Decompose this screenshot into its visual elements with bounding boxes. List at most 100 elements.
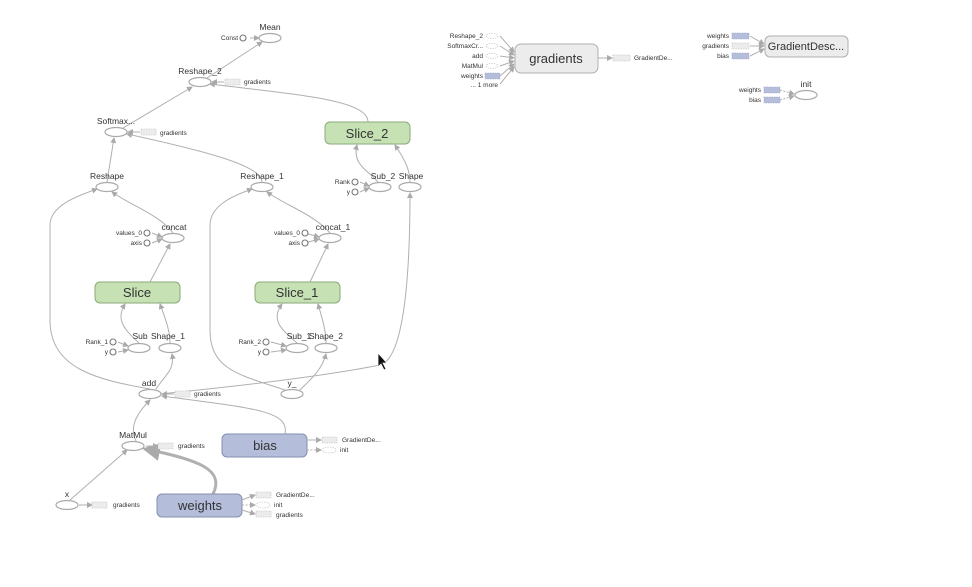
node-label: y xyxy=(105,349,109,356)
input-label: weights xyxy=(460,73,484,80)
node-label: values_0 xyxy=(116,230,142,237)
node-label: y_ xyxy=(288,378,297,388)
node-label: y xyxy=(347,189,351,196)
node-rank-1[interactable]: Rank_1 xyxy=(86,338,117,346)
node-slice-2[interactable]: Slice_2 xyxy=(324,121,411,145)
node-label: Sub_2 xyxy=(371,171,396,181)
node-label: Reshape_2 xyxy=(178,66,222,76)
node-y-0[interactable]: y xyxy=(105,348,117,356)
aux-gradients-x[interactable]: gradients xyxy=(79,501,140,509)
aux-label: GradientDe... xyxy=(276,492,315,499)
node-label: y xyxy=(258,349,262,356)
node-label: Rank xyxy=(335,179,351,186)
node-values-0[interactable]: values_0 xyxy=(116,229,151,237)
gd-inputs: weights gradients bias xyxy=(702,32,750,60)
node-x[interactable]: x xyxy=(55,489,79,511)
aux-label: init xyxy=(274,502,283,509)
aux-init-weights[interactable]: init xyxy=(242,501,283,509)
node-label: Slice_2 xyxy=(346,126,389,141)
aux-gradientde-bias[interactable]: GradientDe... xyxy=(307,436,381,444)
node-axis-1[interactable]: axis xyxy=(288,239,309,247)
aux-init-bias[interactable]: init xyxy=(307,446,349,454)
node-reshape[interactable]: Reshape xyxy=(90,171,124,193)
aux-gradientde-weights[interactable]: GradientDe... xyxy=(241,491,315,501)
node-mean[interactable]: Mean xyxy=(258,22,282,44)
node-label: Reshape_1 xyxy=(240,171,284,181)
aux-label: gradients xyxy=(113,502,140,509)
node-sub[interactable]: Sub xyxy=(127,331,151,354)
node-reshape-2[interactable]: Reshape_2 xyxy=(178,66,222,88)
mouse-cursor-icon xyxy=(377,351,388,371)
node-label: Reshape xyxy=(90,171,124,181)
input-label: bias xyxy=(749,97,762,104)
node-label: Shape_2 xyxy=(309,331,343,341)
gradients-inputs: Reshape_2 SoftmaxCr... add MatMul weight… xyxy=(447,33,501,89)
aux-gradients-softmax[interactable]: gradients xyxy=(127,128,187,137)
aux-gradients-weights[interactable]: gradients xyxy=(241,509,303,519)
node-shape[interactable]: Shape xyxy=(398,171,424,193)
node-const[interactable]: Const xyxy=(221,34,247,42)
input-label: weights xyxy=(706,33,730,40)
edges xyxy=(49,35,795,501)
node-values-0-1[interactable]: values_0 xyxy=(274,229,309,237)
node-matmul[interactable]: MatMul xyxy=(119,430,147,452)
node-slice-1[interactable]: Slice_1 xyxy=(254,281,341,304)
aux-gradients-matmul[interactable]: gradients xyxy=(146,442,205,450)
aux-label: gradients xyxy=(276,512,303,519)
more-inputs-link[interactable]: ... 1 more xyxy=(471,82,499,89)
node-y-placeholder[interactable]: y_ xyxy=(280,378,304,400)
input-label: bias xyxy=(717,53,730,60)
node-y-2[interactable]: y xyxy=(347,188,359,196)
node-concat[interactable]: concat xyxy=(161,222,187,244)
node-label: values_0 xyxy=(274,230,300,237)
aux-label: gradients xyxy=(194,391,221,398)
node-sub-2[interactable]: Sub_2 xyxy=(368,171,396,193)
aux-label: gradients xyxy=(178,443,205,450)
node-gradient-descent[interactable]: GradientDesc... xyxy=(764,35,849,58)
aux-label: init xyxy=(340,447,349,454)
node-label: gradients xyxy=(529,51,583,66)
node-concat-1[interactable]: concat_1 xyxy=(316,222,351,244)
node-label: Sub xyxy=(132,331,147,341)
node-label: axis xyxy=(130,240,142,247)
aux-label: GradientDe... xyxy=(342,437,381,444)
aux-label: gradients xyxy=(244,79,271,86)
node-label: Shape_1 xyxy=(151,331,185,341)
node-label: add xyxy=(142,378,156,388)
node-axis[interactable]: axis xyxy=(130,239,151,247)
aux-gradients-reshape-2[interactable]: gradients xyxy=(211,78,271,86)
node-label: GradientDesc... xyxy=(768,41,844,53)
input-label: SoftmaxCr... xyxy=(447,43,483,50)
node-slice[interactable]: Slice xyxy=(94,281,181,304)
node-label: MatMul xyxy=(119,430,147,440)
node-label: init xyxy=(801,79,813,89)
node-weights[interactable]: weights xyxy=(156,493,243,518)
aux-label: gradients xyxy=(160,130,187,137)
node-softmax[interactable]: Softmax... xyxy=(97,116,135,138)
node-label: x xyxy=(65,489,70,499)
init-inputs: weights bias xyxy=(738,86,781,104)
node-label: concat xyxy=(161,222,187,232)
input-label: gradients xyxy=(702,43,729,50)
node-label: Const xyxy=(221,35,238,42)
node-sub-1[interactable]: Sub_1 xyxy=(285,331,312,354)
node-label: bias xyxy=(253,438,277,453)
node-reshape-1[interactable]: Reshape_1 xyxy=(240,171,284,193)
node-y-1[interactable]: y xyxy=(258,348,270,356)
node-add[interactable]: add xyxy=(138,378,162,400)
node-label: Sub_1 xyxy=(287,331,312,341)
node-init[interactable]: init xyxy=(794,79,818,101)
node-rank-2[interactable]: Rank_2 xyxy=(239,338,270,346)
node-label: concat_1 xyxy=(316,222,351,232)
node-label: Slice_1 xyxy=(276,285,319,300)
node-shape-1[interactable]: Shape_1 xyxy=(151,331,185,354)
node-rank[interactable]: Rank xyxy=(335,178,359,186)
node-shape-2[interactable]: Shape_2 xyxy=(309,331,343,354)
node-label: axis xyxy=(288,240,300,247)
aux-gradients-add[interactable]: gradients xyxy=(161,390,221,398)
node-gradients[interactable]: gradients xyxy=(514,43,599,74)
input-label: add xyxy=(472,53,483,60)
node-bias[interactable]: bias xyxy=(221,433,308,458)
aux-gradientde-gradients[interactable]: GradientDe... xyxy=(612,54,673,62)
